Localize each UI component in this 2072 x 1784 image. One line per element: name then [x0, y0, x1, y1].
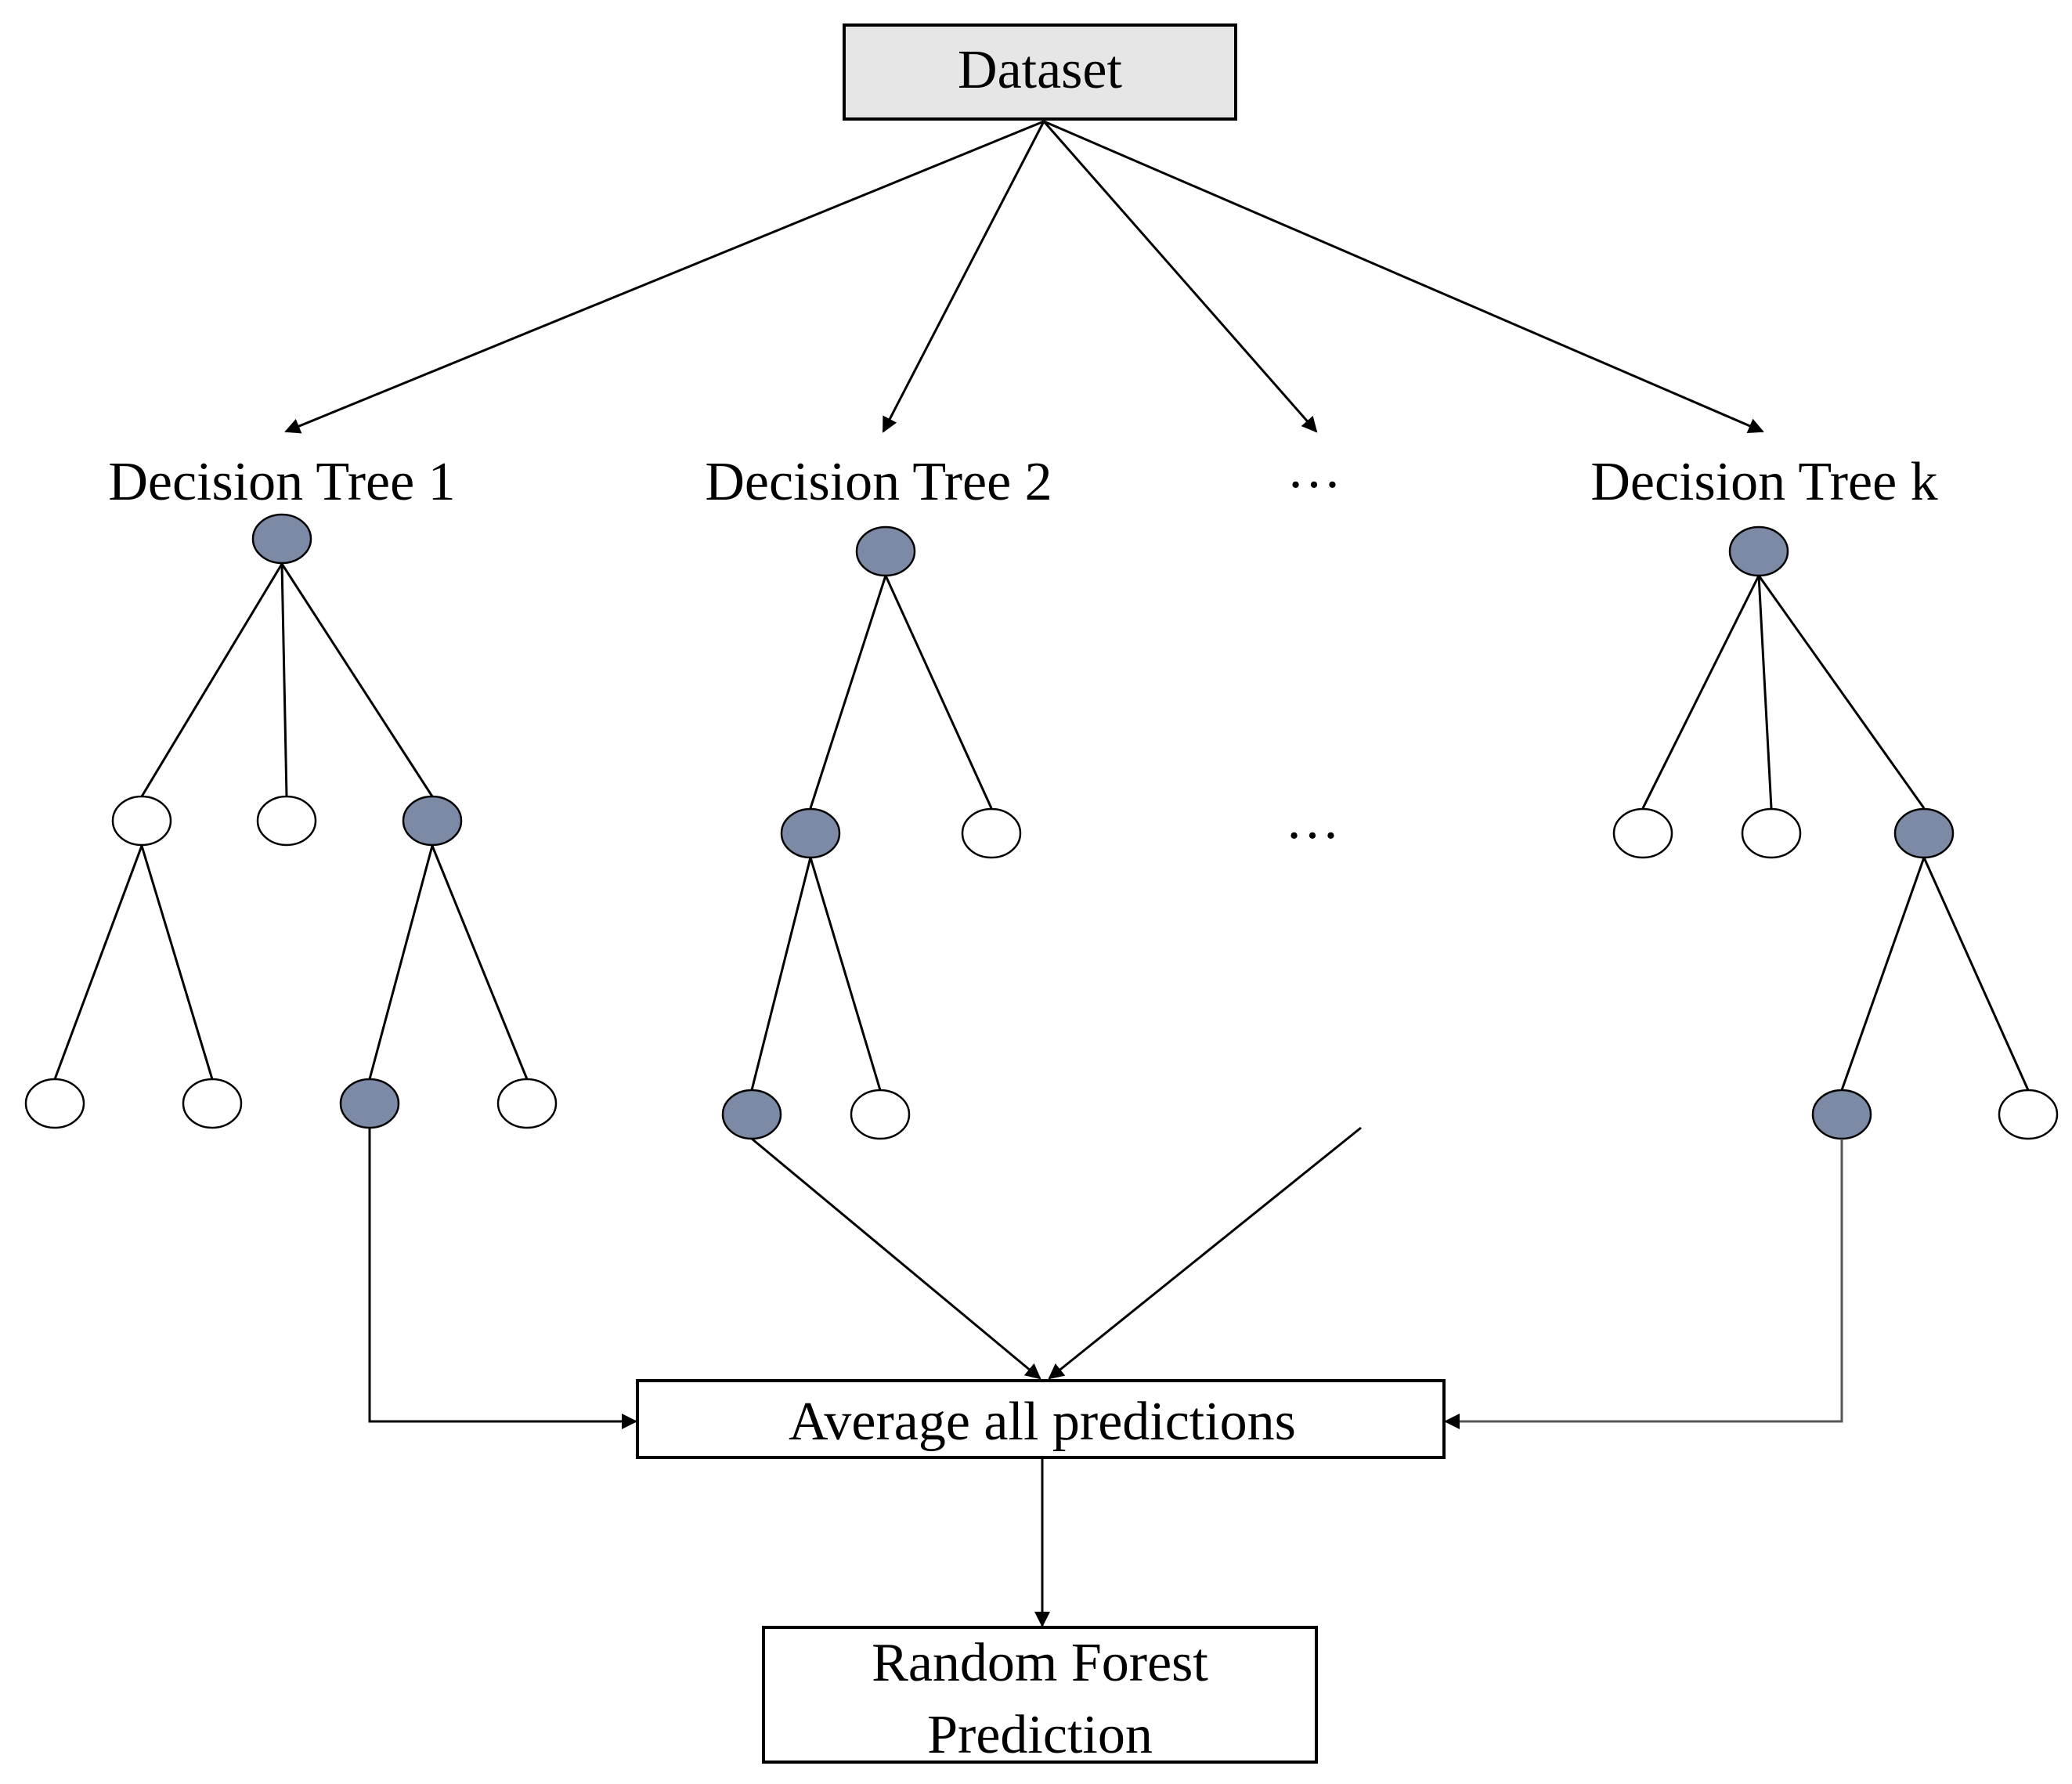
aggregate-node: Average all predictions [636, 1379, 1446, 1459]
aggregate-label: Average all predictions [789, 1392, 1296, 1452]
tree-k-root-node [1728, 525, 1789, 577]
tree-2-edge [750, 857, 812, 1091]
tree-1-edge [280, 563, 288, 797]
prediction-arrows [368, 1126, 1843, 1429]
tree-1-leaf-node [496, 1078, 558, 1129]
tree-2-edge [884, 575, 993, 809]
tree-k-leaf-node [1612, 807, 1673, 859]
arrow-ellipsis-to-average [1048, 1126, 1362, 1380]
arrow-to-tree-1 [284, 120, 1045, 434]
tree-1-edge [368, 845, 434, 1080]
tree-1-selected-node [402, 795, 463, 847]
tree-2-edge [809, 575, 887, 809]
arrow-tree-1-to-average [368, 1128, 637, 1429]
output-label-line-1: Random Forest [872, 1633, 1208, 1693]
tree-2-label: Decision Tree 2 [705, 452, 1052, 512]
aggregate-box [636, 1379, 1446, 1459]
tree-1-edge [140, 563, 283, 797]
tree-1-root-node [251, 513, 312, 565]
tree-1-edge [431, 845, 529, 1080]
tree-1-label: Decision Tree 1 [108, 452, 455, 512]
tree-k-leaf-node [1998, 1089, 2059, 1140]
tree-1-edge [53, 845, 143, 1080]
tree-2-root-node [855, 525, 916, 577]
output-label-line-2: Prediction [927, 1705, 1153, 1765]
tree-2-edge [809, 857, 882, 1091]
tree-k-prediction-node [1811, 1089, 1872, 1140]
tree-1-prediction-node [339, 1078, 400, 1129]
tree-k-leaf-node [1741, 807, 1802, 859]
tree-1 [24, 513, 558, 1129]
tree-1-leaf-node [24, 1078, 85, 1129]
arrow-tree-2-to-average [751, 1137, 1041, 1380]
tree-2-leaf-node [961, 807, 1022, 859]
tree-k-edge [1757, 575, 1926, 809]
tree-k [1612, 525, 2059, 1140]
tree-2 [721, 525, 1022, 1140]
ellipsis-middle: … [1285, 790, 1340, 850]
tree-1-leaf-node [111, 795, 172, 847]
output-node: Random Forest Prediction [762, 1626, 1318, 1765]
output-box [762, 1626, 1318, 1764]
tree-1-leaf-node [256, 795, 317, 847]
tree-2-leaf-node [850, 1089, 911, 1140]
dataset-label: Dataset [958, 40, 1122, 100]
dataset-box [843, 23, 1237, 121]
arrow-tree-k-to-average [1444, 1139, 1843, 1429]
dataset-node: Dataset [843, 23, 1237, 121]
tree-k-edge [1922, 857, 2030, 1091]
dataset-fanout-arrows [284, 120, 1764, 434]
tree-1-edge [280, 563, 434, 797]
tree-k-selected-node [1893, 807, 1955, 859]
tree-k-edge [1840, 857, 1926, 1091]
arrow-to-tree-2 [882, 121, 1045, 433]
tree-k-edge [1641, 575, 1760, 809]
tree-2-prediction-node [721, 1089, 782, 1140]
tree-1-leaf-node [182, 1078, 243, 1129]
tree-k-edge [1757, 575, 1773, 809]
tree-2-selected-node [780, 807, 841, 859]
ellipsis-top: … [1287, 439, 1341, 500]
tree-1-edge [140, 845, 214, 1080]
tree-k-label: Decision Tree k [1590, 452, 1937, 512]
arrow-to-ellipsis [1042, 121, 1318, 433]
arrow-to-tree-k [1043, 120, 1764, 434]
